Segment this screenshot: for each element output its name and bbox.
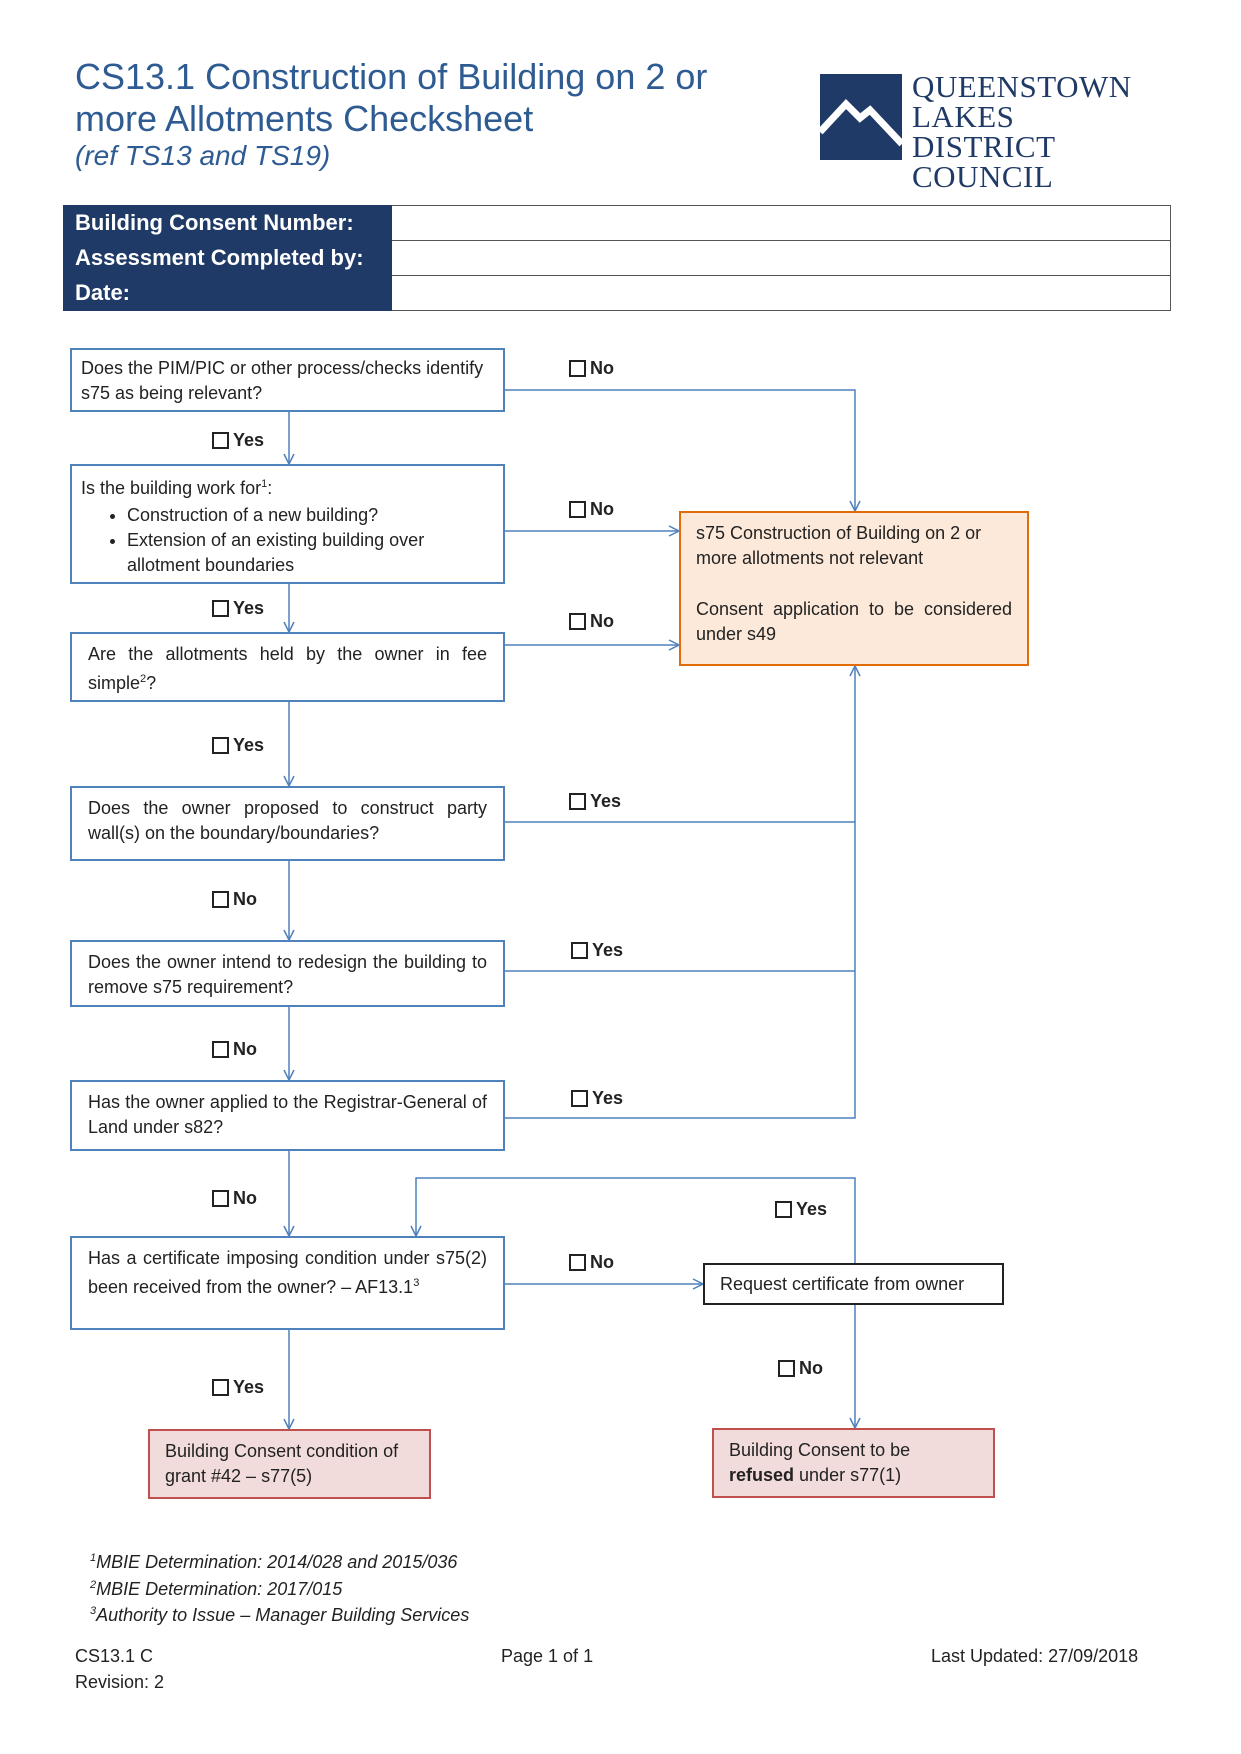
outcome-consent-refused: Building Consent to be refused under s77…: [712, 1428, 995, 1498]
answer-q4-yes: Yes: [569, 791, 621, 812]
page-number: Page 1 of 1: [501, 1646, 594, 1666]
logo-text: QUEENSTOWN LAKES DISTRICT COUNCIL: [912, 69, 1150, 194]
answer-q7-yes: Yes: [212, 1377, 264, 1398]
checkbox-q1-yes[interactable]: [212, 432, 229, 449]
answer-q4-no: No: [212, 889, 257, 910]
checkbox-q6-no[interactable]: [212, 1190, 229, 1207]
checkbox-q7-yes[interactable]: [212, 1379, 229, 1396]
outcome-condition-of-grant: Building Consent condition of grant #42 …: [148, 1429, 431, 1499]
checkbox-request-yes[interactable]: [775, 1201, 792, 1218]
consent-number-field[interactable]: [391, 205, 1171, 241]
answer-q2-no: No: [569, 499, 614, 520]
answer-request-yes: Yes: [775, 1199, 827, 1220]
answer-q2-yes: Yes: [212, 598, 264, 619]
answer-q6-no: No: [212, 1188, 257, 1209]
title-line-2: more Allotments Checksheet: [75, 98, 534, 139]
answer-q3-no: No: [569, 611, 614, 632]
checkbox-q2-yes[interactable]: [212, 600, 229, 617]
checkbox-q7-no[interactable]: [569, 1254, 586, 1271]
connector-request-yes: [416, 1177, 856, 1263]
question-party-wall: Does the owner proposed to construct par…: [70, 786, 505, 861]
footnote-1: 1MBIE Determination: 2014/028 and 2015/0…: [90, 1552, 458, 1572]
checkbox-q5-yes[interactable]: [571, 942, 588, 959]
building-work-options: Construction of a new building? Extensio…: [81, 503, 494, 578]
assessed-by-field[interactable]: [391, 240, 1171, 276]
checkbox-q1-no[interactable]: [569, 360, 586, 377]
document-code: CS13.1 C: [75, 1646, 154, 1666]
option-extension: Extension of an existing building over a…: [127, 528, 494, 578]
assessed-by-row: Assessment Completed by:: [63, 240, 1171, 276]
page-title: CS13.1 Construction of Building on 2 or …: [75, 56, 707, 140]
last-updated: Last Updated: 27/09/2018: [931, 1646, 1139, 1666]
answer-q7-no: No: [569, 1252, 614, 1273]
question-s75-relevant-text: Does the PIM/PIC or other process/checks…: [81, 358, 484, 403]
assessed-by-label: Assessment Completed by:: [63, 240, 392, 276]
checkbox-q3-yes[interactable]: [212, 737, 229, 754]
council-logo: QUEENSTOWN LAKES DISTRICT COUNCIL: [820, 71, 1150, 192]
answer-q5-yes: Yes: [571, 940, 623, 961]
footnote-2: 2MBIE Determination: 2017/015: [90, 1579, 343, 1599]
footnote-3: 3Authority to Issue – Manager Building S…: [90, 1605, 470, 1625]
question-registrar-general: Has the owner applied to the Registrar-G…: [70, 1080, 505, 1151]
checkbox-q4-no[interactable]: [212, 891, 229, 908]
logo-line-1: QUEENSTOWN: [912, 69, 1132, 104]
outcome-not-relevant-line-1: s75 Construction of Building on 2 or mor…: [696, 523, 982, 568]
answer-q6-yes: Yes: [571, 1088, 623, 1109]
date-row: Date:: [63, 275, 1171, 311]
logo-line-3: COUNCIL: [912, 159, 1054, 194]
action-request-certificate: Request certificate from owner: [703, 1263, 1004, 1305]
page-subtitle: (ref TS13 and TS19): [75, 140, 331, 171]
checkbox-q2-no[interactable]: [569, 501, 586, 518]
checkbox-q5-no[interactable]: [212, 1041, 229, 1058]
date-label: Date:: [63, 275, 392, 311]
refused-emphasis: refused: [729, 1465, 795, 1485]
checkbox-request-no[interactable]: [778, 1360, 795, 1377]
connector-q1-no: [505, 389, 855, 511]
outcome-not-relevant-line-2: Consent application to be considered und…: [696, 599, 1012, 644]
answer-q1-no: No: [569, 358, 614, 379]
checkbox-q6-yes[interactable]: [571, 1090, 588, 1107]
mountain-logo-icon: [820, 74, 902, 160]
revision-number: Revision: 2: [75, 1672, 165, 1692]
consent-info-table: Building Consent Number: Assessment Comp…: [63, 205, 1171, 311]
connector-q6-yes: [505, 666, 855, 1119]
logo-line-2: LAKES DISTRICT: [912, 99, 1056, 164]
question-building-work-intro: Is the building work for1:: [81, 478, 273, 498]
answer-q3-yes: Yes: [212, 735, 264, 756]
question-building-work: Is the building work for1: Construction …: [70, 464, 505, 584]
title-line-1: CS13.1 Construction of Building on 2 or: [75, 56, 708, 97]
question-redesign: Does the owner intend to redesign the bu…: [70, 940, 505, 1007]
question-fee-simple: Are the allotments held by the owner in …: [70, 632, 505, 702]
answer-q1-yes: Yes: [212, 430, 264, 451]
checkbox-q3-no[interactable]: [569, 613, 586, 630]
answer-q5-no: No: [212, 1039, 257, 1060]
question-certificate-received: Has a certificate imposing condition und…: [70, 1236, 505, 1330]
outcome-not-relevant: s75 Construction of Building on 2 or mor…: [679, 511, 1029, 666]
checkbox-q4-yes[interactable]: [569, 793, 586, 810]
date-field[interactable]: [391, 275, 1171, 311]
answer-request-no: No: [778, 1358, 823, 1379]
option-new-building: Construction of a new building?: [127, 503, 494, 528]
question-s75-relevant: Does the PIM/PIC or other process/checks…: [70, 348, 505, 412]
